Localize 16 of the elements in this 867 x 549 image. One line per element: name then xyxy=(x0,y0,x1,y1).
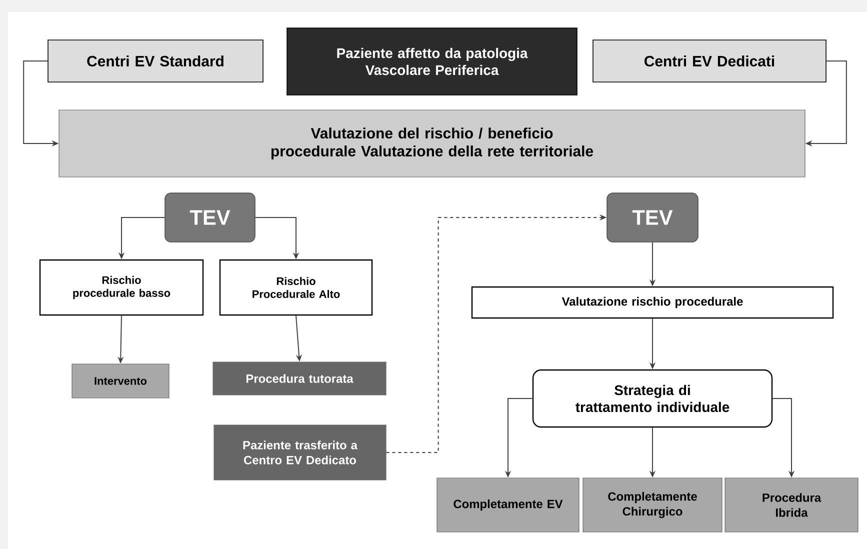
process-box: Rischio procedurale basso xyxy=(39,259,204,316)
result-box: Paziente trasferito a Centro EV Dedicato xyxy=(214,424,386,480)
rounded-box: TEV xyxy=(606,192,698,242)
process-box: Centri EV Standard xyxy=(48,40,264,82)
process-box: Rischio Procedurale Alto xyxy=(219,259,373,316)
process-box: Centri EV Dedicati xyxy=(592,40,826,82)
process-box: Valutazione del rischio / beneficio procedurale Valutazione della rete territoriale xyxy=(58,110,806,178)
process-box: Valutazione rischio procedurale xyxy=(471,286,834,319)
result-box: Procedura Ibrida xyxy=(724,478,858,532)
rounded-box: TEV xyxy=(164,192,256,242)
rounded-box: Strategia di trattamento individuale xyxy=(532,369,773,428)
start-box: Paziente affetto da patologia Vascolare Periferica xyxy=(286,28,578,96)
result-box: Completamente EV xyxy=(436,478,580,532)
result-box: Completamente Chirurgico xyxy=(582,478,722,532)
result-box: Intervento xyxy=(72,364,170,398)
result-box: Procedura tutorata xyxy=(212,362,386,396)
